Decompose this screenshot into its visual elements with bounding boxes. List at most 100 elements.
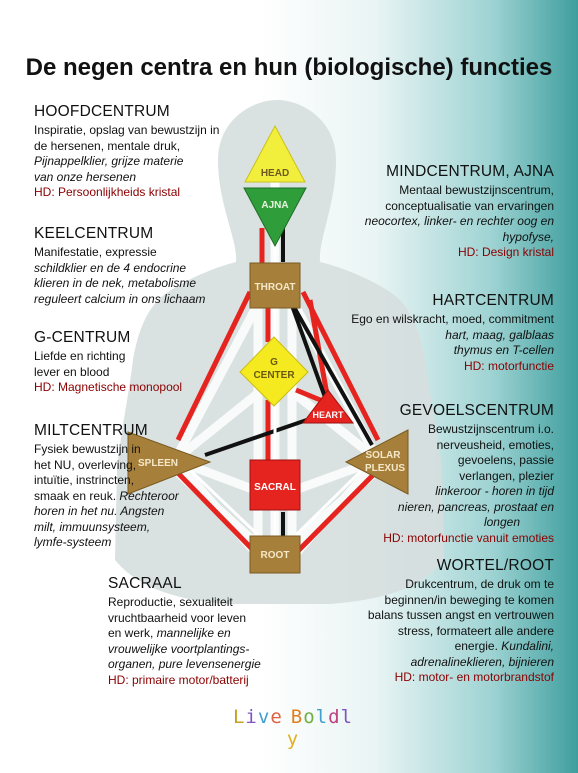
mind-line-2: conceptualisatie van ervaringen [385, 198, 554, 213]
mind-line-1: Mentaal bewustzijnscentrum, [399, 183, 554, 197]
hoofd-italic-1: Pijnappelklier, grijze materie [34, 154, 184, 168]
gevoelscentrum-heading: GEVOELSCENTRUM [399, 402, 554, 419]
wortel-line-2: beginnen/in beweging te komen [384, 592, 554, 607]
hoofd-line-1: Inspiratie, opslag van bewustzijn in [34, 123, 220, 137]
sacraal-italic-2: organen, pure levensenergie [108, 657, 261, 671]
wortel-line-1: Drukcentrum, de druk om te [405, 577, 554, 591]
head-center [244, 124, 306, 183]
keelcentrum-block: KEELCENTRUM Manifestatie, expressie schi… [34, 224, 254, 307]
gevoel-line-4: verlangen, plezier [459, 468, 554, 483]
hart-line-1: Ego en wilskracht, moed, commitment [351, 312, 554, 326]
logo-letter-7: o [303, 706, 316, 728]
hoofd-italic-2: van onze hersenen [34, 169, 137, 184]
sacraal-block: SACRAAL Reproductie, sexualiteit vruchtb… [108, 574, 308, 688]
spleen-center-label: SPLEEN [138, 458, 178, 469]
ajna-center [243, 187, 307, 248]
mind-italic-2: hypofyse, [502, 229, 554, 244]
keelcentrum-heading: KEELCENTRUM [34, 225, 154, 242]
sacraal-line-1: Reproductie, sexualiteit [108, 595, 233, 609]
logo-letter-9: d [328, 706, 341, 728]
gevoel-line-2: nerveusheid, emoties, [436, 437, 554, 452]
milt-line-1: Fysiek bewustzijn in [34, 442, 141, 456]
wortelcentrum-block: WORTEL/ROOT Drukcentrum, de druk om te b… [318, 556, 554, 686]
mindcentrum-block: MINDCENTRUM, AJNA Mentaal bewustzijnscen… [318, 162, 554, 261]
throat-center-label: THROAT [255, 282, 296, 293]
wortel-line-5a: energie. [454, 639, 502, 653]
g-center [239, 336, 309, 407]
g-line-2: lever en blood [34, 364, 110, 379]
gevoel-italic-1: linkeroor - horen in tijd [435, 484, 554, 498]
mind-hd: HD: Design kristal [457, 245, 554, 259]
logo-letter-10: l [340, 706, 354, 728]
head-center-label: HEAD [261, 168, 289, 179]
wortel-italic-1: adrenalineklieren, bijnieren [410, 654, 554, 669]
gevoel-italic-3: longen [483, 515, 520, 529]
keel-italic-1: schildklier en de 4 endocrine [34, 260, 187, 275]
miltcentrum-heading: MILTCENTRUM [34, 422, 148, 439]
logo-letter-8: l [315, 706, 329, 728]
heart-center [301, 389, 355, 424]
logo-letter-6: B [290, 706, 304, 728]
sacraal-line-2: vruchtbaarheid voor leven [108, 610, 247, 625]
milt-line-3: intuïtie, instrincten, [34, 473, 135, 487]
sacraal-line-3b: mannelijke en [156, 626, 231, 640]
wortel-line-4: stress, formateert alle andere [397, 623, 554, 638]
g-centrum-block: G-CENTRUM Liefde en richting lever en bl… [34, 328, 254, 396]
wortel-line-3: balans tussen angst en vertrouwen [367, 608, 554, 622]
hartcentrum-block: HARTCENTRUM Ego en wilskracht, moed, com… [318, 291, 554, 374]
keel-italic-3: reguleert calcium in ons lichaam [34, 291, 206, 306]
gevoelscentrum-block: GEVOELSCENTRUM Bewustzijnscentrum i.o. n… [318, 401, 554, 546]
solar-plexus-label-2: PLEXUS [365, 463, 405, 474]
hart-hd: HD: motorfunctie [463, 358, 554, 373]
g-center-label-2: CENTER [253, 370, 295, 381]
page-title: De negen centra en hun (biologische) fun… [25, 54, 553, 81]
milt-line-4b: Rechteroor [119, 488, 179, 503]
solar-plexus-center [344, 429, 409, 495]
g-centrum-heading: G-CENTRUM [34, 329, 131, 346]
heart-center-label: HEART [313, 410, 345, 420]
root-center-label: ROOT [261, 550, 290, 561]
milt-line-4: smaak en reuk. Rechteroor [34, 489, 264, 505]
hoofd-hd: HD: Persoonlijkheids kristal [34, 185, 181, 199]
gevoel-line-3: gevoelens, passie [457, 453, 554, 467]
sacraal-hd: HD: primaire motor/batterij [108, 672, 249, 687]
wortel-line-5b: Kundalini, [501, 639, 554, 653]
wortel-line-5: energie. Kundalini, [318, 639, 554, 655]
keel-line-1: Manifestatie, expressie [34, 245, 157, 259]
logo-letter-3: v [257, 706, 271, 728]
solar-plexus-label-1: SOLAR [366, 450, 402, 461]
gevoel-hd: HD: motorfunctie vanuit emoties [383, 530, 554, 545]
milt-line-4a: smaak en reuk. [34, 488, 120, 503]
gevoel-italic-2: nieren, pancreas, prostaat en [397, 499, 554, 514]
mindcentrum-heading: MINDCENTRUM, AJNA [386, 163, 554, 180]
hoofdcentrum-heading: HOOFDCENTRUM [34, 103, 170, 120]
hoofd-line-2: de hersenen, mentale druk, [34, 138, 181, 153]
gevoel-line-1: Bewustzijnscentrum i.o. [427, 422, 554, 436]
logo-letter-4: e [270, 706, 283, 728]
hartcentrum-heading: HARTCENTRUM [432, 292, 554, 309]
sacraal-line-3a: en werk, [108, 626, 157, 640]
milt-line-2: het NU, overleving, [34, 457, 137, 472]
hart-italic-1: hart, maag, galblaas [445, 327, 554, 342]
logo-letter-11: y [286, 728, 300, 750]
sacraal-line-3: en werk, mannelijke en [108, 626, 308, 642]
hart-italic-2: thymus en T-cellen [453, 343, 554, 357]
milt-italic-2: milt, immuunsysteem, [34, 519, 151, 534]
channels-black [204, 228, 374, 545]
sacraal-heading: SACRAAL [108, 575, 182, 592]
logo-letter-2: i [245, 706, 258, 728]
keel-italic-2: klieren in de nek, metabolisme [34, 276, 197, 290]
wortel-hd: HD: motor- en motorbrandstof [394, 670, 554, 684]
sacral-center [249, 459, 301, 511]
wortelcentrum-heading: WORTEL/ROOT [436, 557, 554, 574]
ajna-center-label: AJNA [261, 200, 288, 211]
spleen-center [127, 431, 212, 495]
sacral-center-label: SACRAL [254, 482, 296, 493]
g-center-label-1: G [270, 357, 278, 368]
g-line-1: Liefde en richting [34, 349, 126, 363]
miltcentrum-block: MILTCENTRUM Fysiek bewustzijn in het NU,… [34, 421, 264, 551]
channels-white [188, 228, 364, 545]
milt-italic-3: lymfe-systeem [34, 535, 112, 549]
